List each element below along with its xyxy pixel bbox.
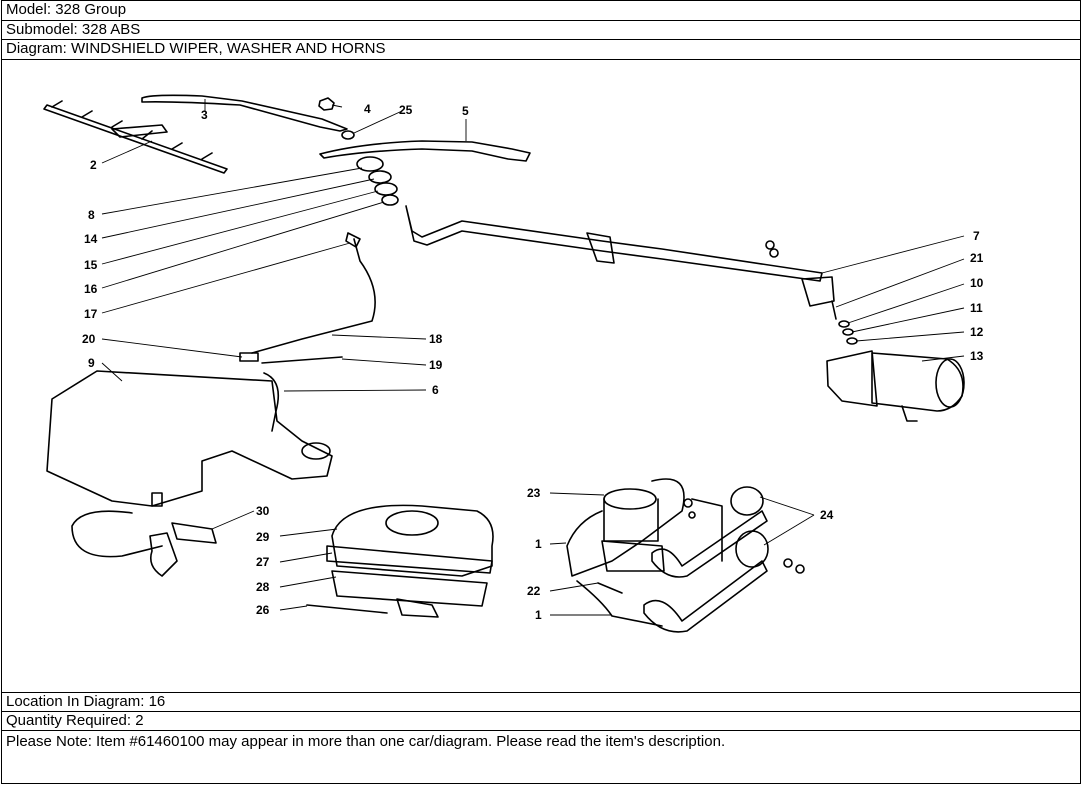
callout-1-upper: 1	[535, 537, 542, 551]
leader-lines	[101, 99, 965, 616]
callout-3: 3	[201, 108, 208, 122]
callout-16: 16	[84, 282, 98, 296]
washer-11	[842, 328, 854, 336]
horn-upper-bell	[730, 486, 764, 516]
reservoir-sensor	[396, 598, 439, 618]
washer-12	[846, 337, 858, 345]
fluid-reservoir-29	[331, 504, 494, 577]
reservoir-cap	[301, 442, 331, 460]
wiper-arm-right	[319, 140, 531, 162]
washer-hose-19	[261, 356, 343, 364]
reservoir-strap-27	[326, 545, 493, 574]
callout-11: 11	[970, 301, 983, 315]
horn-nut-a	[683, 498, 693, 508]
callout-18: 18	[429, 332, 443, 346]
washer-pump	[171, 522, 217, 544]
seal-8	[356, 156, 384, 172]
compressor-body	[603, 498, 659, 542]
callout-9: 9	[88, 356, 95, 370]
wiper-blade-clip	[111, 124, 168, 138]
horn-upper	[651, 510, 768, 578]
wiper-spindle	[586, 232, 615, 264]
reservoir-bracket-28	[331, 570, 488, 607]
callout-14: 14	[84, 232, 98, 246]
quantity-label: Quantity Required: 2	[2, 712, 1080, 731]
callout-30: 30	[256, 504, 270, 518]
horn-lower-bell	[735, 530, 769, 568]
t-connector-22	[597, 582, 623, 594]
callout-13: 13	[970, 349, 984, 363]
seal-14	[368, 170, 392, 184]
diagram-drawing: 2 3 4 25 5 8 14 15 16 17 20 9 18 19 6 7 …	[43, 94, 984, 633]
wiper-motor-gearbox	[826, 350, 878, 407]
callout-15: 15	[84, 258, 98, 272]
horn-bracket	[691, 498, 723, 562]
washer-jet-17	[345, 232, 361, 248]
horn-nut-b	[688, 511, 696, 519]
callout-8: 8	[88, 208, 95, 222]
callout-19: 19	[429, 358, 443, 372]
linkage-bracket	[801, 276, 835, 307]
model-label: Model: 328 Group	[2, 1, 1080, 21]
nut-small-a	[765, 240, 775, 250]
location-label: Location In Diagram: 16	[2, 693, 1080, 712]
submodel-label: Submodel: 328 ABS	[2, 21, 1080, 40]
washer-reservoir	[46, 370, 333, 507]
reservoir-port	[151, 492, 163, 507]
callout-10: 10	[970, 276, 984, 290]
callout-28: 28	[256, 580, 270, 594]
callout-26: 26	[256, 603, 270, 617]
wiper-arm-left	[141, 94, 348, 132]
washer-25	[341, 130, 355, 140]
callout-20: 20	[82, 332, 96, 346]
callout-17: 17	[84, 307, 98, 321]
parts-diagram: 2 3 4 25 5 8 14 15 16 17 20 9 18 19 6 7 …	[2, 60, 1080, 693]
wiper-linkage	[405, 205, 823, 282]
callout-4: 4	[364, 102, 371, 116]
compressor-top	[603, 488, 657, 510]
callout-5: 5	[462, 104, 469, 118]
callout-12: 12	[970, 325, 984, 339]
horn-lower	[643, 560, 768, 633]
callout-22: 22	[527, 584, 541, 598]
nut-small-b	[769, 248, 779, 258]
callout-7: 7	[973, 229, 980, 243]
reservoir-hose	[71, 510, 163, 558]
fluid-reservoir-cap	[385, 510, 439, 536]
callout-1-lower: 1	[535, 608, 542, 622]
wiper-blade	[43, 104, 228, 174]
wiper-blade-ribs	[51, 100, 213, 160]
air-hose-1-lower	[576, 580, 663, 627]
nut-15	[374, 182, 398, 196]
compressor-base	[601, 540, 665, 572]
callout-29: 29	[256, 530, 270, 544]
callout-23: 23	[527, 486, 541, 500]
callout-24: 24	[820, 508, 834, 522]
hose-connector-20	[239, 352, 259, 362]
reservoir-clip	[149, 532, 178, 577]
callout-25: 25	[399, 103, 413, 117]
reservoir-wire-26	[306, 604, 388, 614]
diagram-title: Diagram: WINDSHIELD WIPER, WASHER AND HO…	[2, 40, 1080, 60]
note-label: Please Note: Item #61460100 may appear i…	[6, 733, 726, 750]
callout-6: 6	[432, 383, 439, 397]
wiper-motor	[871, 352, 964, 412]
nut-4	[318, 97, 335, 111]
washer-hose-18	[251, 238, 376, 354]
horn-nut-d	[795, 564, 805, 574]
wiper-motor-end	[935, 358, 965, 408]
callout-labels: 2 3 4 25 5 8 14 15 16 17 20 9 18 19 6 7 …	[82, 102, 984, 622]
horn-nut-c	[783, 558, 793, 568]
callout-27: 27	[256, 555, 270, 569]
wiper-motor-wire	[901, 405, 918, 422]
bolt-21	[831, 300, 837, 320]
washer-16	[381, 194, 399, 206]
air-hose-1-upper	[566, 478, 685, 577]
callout-21: 21	[970, 251, 984, 265]
washer-10	[838, 320, 850, 328]
callout-2: 2	[90, 158, 97, 172]
